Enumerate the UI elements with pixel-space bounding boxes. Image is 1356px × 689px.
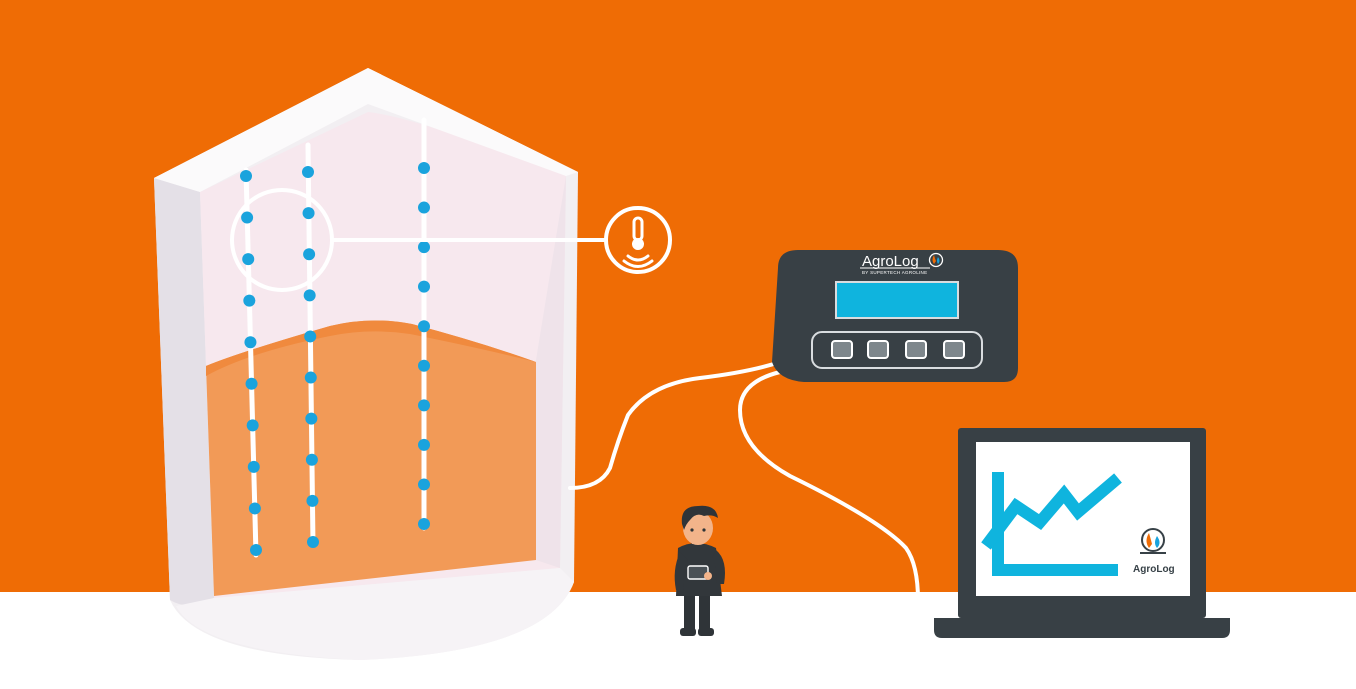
sensor-dot xyxy=(248,502,261,515)
person-eye-right xyxy=(702,528,706,532)
sensor-dot xyxy=(418,162,430,174)
person-with-tablet xyxy=(674,505,725,636)
controller-button-1[interactable] xyxy=(831,340,853,359)
controller-button-2[interactable] xyxy=(867,340,889,359)
sensor-dot xyxy=(306,494,319,507)
sensor-dot xyxy=(418,359,430,372)
person-hand xyxy=(704,572,712,580)
silo-interior-right xyxy=(536,176,566,568)
sensor-callout xyxy=(230,188,672,292)
sensor-dot xyxy=(241,211,254,224)
controller-button-3[interactable] xyxy=(905,340,927,359)
person-eye-left xyxy=(690,528,694,532)
controller-brand: AgroLog xyxy=(862,253,919,270)
sensor-dot xyxy=(418,438,430,451)
person-arm-left xyxy=(674,552,688,590)
sensor-dot xyxy=(242,253,255,266)
sensor-dot xyxy=(304,371,317,384)
sensor-dot xyxy=(240,170,252,182)
sensor-dot xyxy=(244,336,257,349)
person-shoe-left xyxy=(680,628,696,636)
agrolog-flame-drop-icon xyxy=(928,252,944,268)
person-leg-right xyxy=(699,592,710,630)
silo-floor xyxy=(176,568,574,660)
sensor-dot xyxy=(305,453,318,466)
controller-screen xyxy=(835,281,959,319)
sensor-dot xyxy=(243,294,256,307)
laptop-brand: AgroLog xyxy=(1133,564,1175,575)
person-arm-right xyxy=(712,550,725,584)
sensor-dot xyxy=(304,330,317,343)
person-shoe-right xyxy=(698,628,714,636)
controller-tagline: BY SUPERTECH AGROLINE xyxy=(862,270,927,275)
silo-left-face xyxy=(154,178,214,606)
trend-axis xyxy=(992,472,1118,576)
sensor-dot xyxy=(247,460,260,473)
laptop-base xyxy=(934,618,1230,638)
sensor-dot xyxy=(418,518,430,530)
grain-silo xyxy=(154,68,578,660)
grain-surface xyxy=(206,320,536,376)
laptop: AgroLog xyxy=(934,428,1230,638)
controller-to-laptop-cable xyxy=(737,370,930,614)
sensor-dot xyxy=(302,166,314,178)
sensor-dot xyxy=(305,412,318,425)
person-leg-left xyxy=(684,592,695,630)
sensor-dot xyxy=(418,320,430,333)
sensor-dot xyxy=(250,544,262,556)
thermometer-signal-icon xyxy=(604,206,672,274)
sensor-dot xyxy=(245,377,258,390)
sensor-dot xyxy=(303,289,316,302)
agrolog-flame-drop-icon xyxy=(1140,528,1166,554)
sensor-dot xyxy=(418,280,430,293)
silo-to-controller-cable xyxy=(568,360,782,490)
laptop-trend-chart xyxy=(981,472,1122,576)
sensor-dot xyxy=(307,536,319,548)
grain-fill xyxy=(206,320,536,596)
silo-roof-rim xyxy=(154,68,578,192)
person-head xyxy=(683,511,713,545)
trend-line xyxy=(981,473,1122,550)
controller-button-panel xyxy=(811,331,983,369)
sensor-dots xyxy=(240,162,430,556)
agrolog-controller: AgroLog BY SUPERTECH AGROLINE xyxy=(772,250,1018,382)
sensor-dot xyxy=(418,241,430,254)
sensor-dot xyxy=(418,399,430,412)
controller-button-4[interactable] xyxy=(943,340,965,359)
sensor-dot xyxy=(303,248,316,261)
sensor-dot xyxy=(418,478,430,491)
sensor-dot xyxy=(418,201,430,214)
sensor-dot xyxy=(302,207,315,220)
sensor-cable-1 xyxy=(243,167,259,558)
sensor-dot xyxy=(246,419,259,432)
person-hair xyxy=(681,505,718,530)
